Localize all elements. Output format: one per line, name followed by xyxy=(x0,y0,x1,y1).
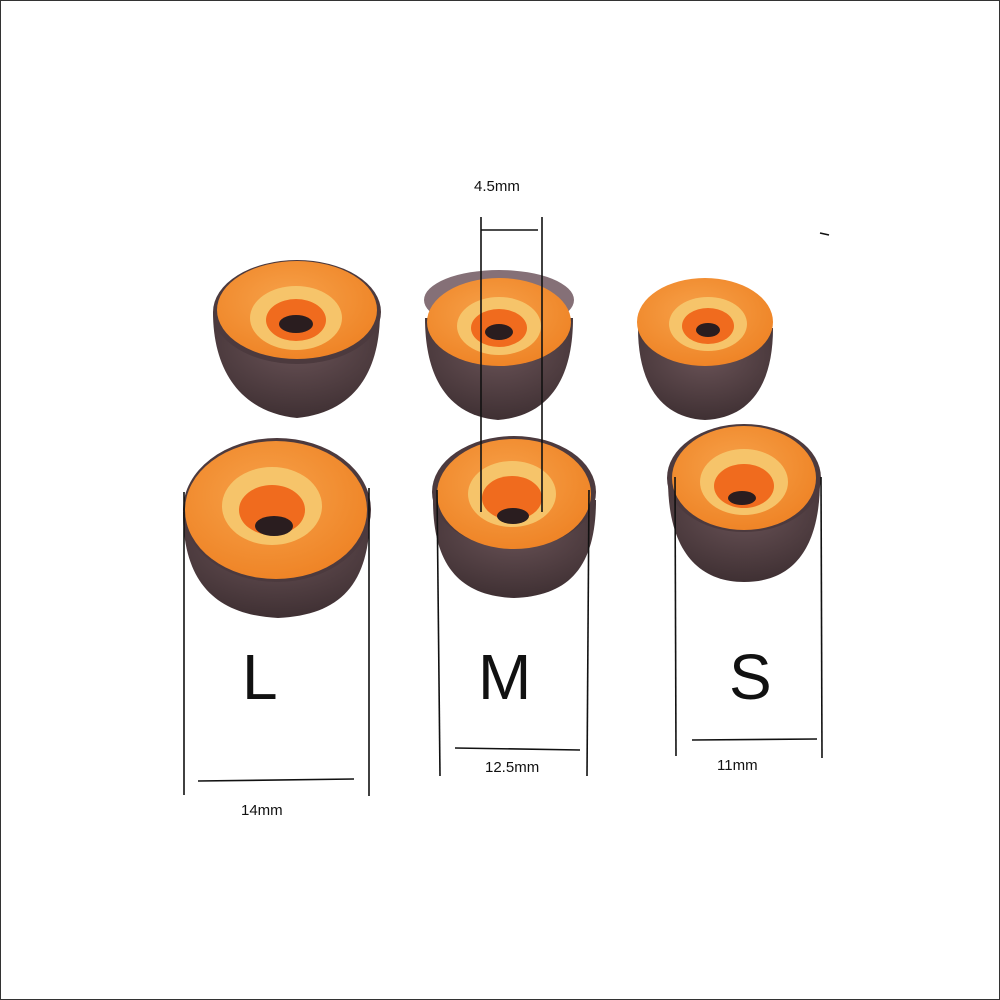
small-line-right xyxy=(820,476,823,759)
ear-tip-small-bottom xyxy=(667,424,821,582)
measurement-lines xyxy=(183,217,830,796)
medium-line-left xyxy=(436,489,441,777)
size-label-medium: M xyxy=(478,641,532,713)
medium-line-right xyxy=(586,489,590,777)
stray-mark xyxy=(819,232,830,236)
small-width-label: 11mm xyxy=(717,757,758,774)
size-label-small: S xyxy=(729,641,772,713)
small-width-line xyxy=(691,738,818,741)
large-width-label: 14mm xyxy=(241,802,283,819)
ear-tip-medium-top xyxy=(424,270,574,420)
large-width-line xyxy=(197,778,355,782)
bore-width-label: 4.5mm xyxy=(474,178,520,195)
ear-tip-large-top xyxy=(213,260,381,418)
small-line-left xyxy=(674,476,677,757)
ear-tip-small-top xyxy=(637,278,773,420)
medium-width-line xyxy=(454,747,581,751)
medium-width-label: 12.5mm xyxy=(485,759,540,776)
ear-tip-medium-bottom xyxy=(432,436,596,598)
size-label-large: L xyxy=(242,641,278,713)
ear-tip-large-bottom xyxy=(183,438,371,618)
